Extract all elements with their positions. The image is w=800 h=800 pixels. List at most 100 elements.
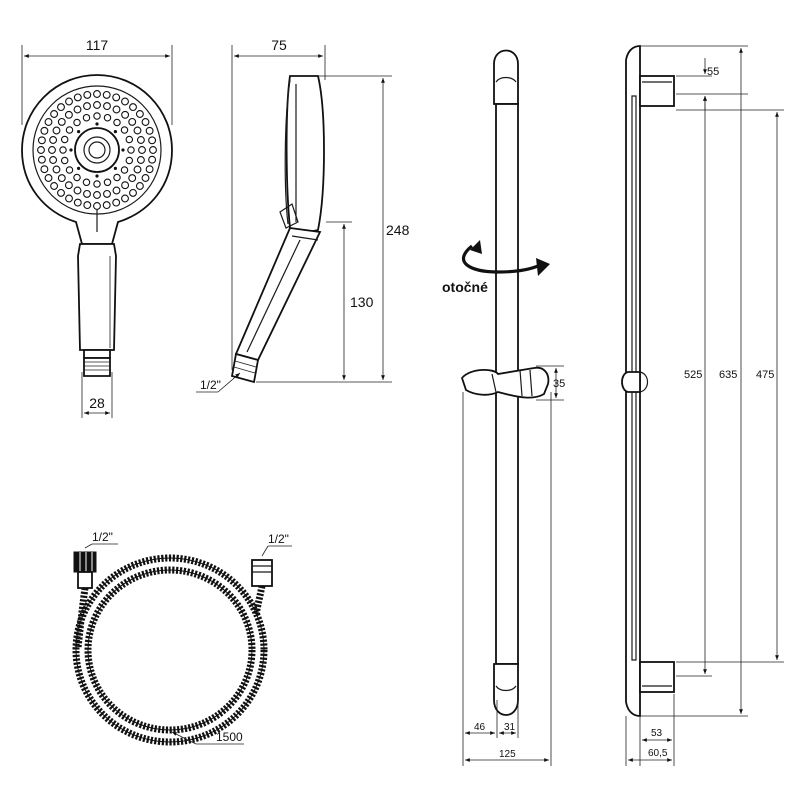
rail-front-view: otočné 35 46 31 125: [442, 49, 565, 766]
nozzle: [93, 112, 101, 120]
nozzle: [73, 93, 82, 102]
nozzle: [65, 126, 74, 134]
side-width-label: 75: [271, 37, 287, 53]
nozzle: [49, 136, 58, 144]
hose-length-label: 1500: [216, 730, 243, 744]
nozzle: [145, 165, 154, 174]
nozzle-mark: [69, 148, 73, 152]
nozzle: [103, 113, 112, 122]
side-handle-label: 130: [350, 294, 374, 310]
nozzle-mark: [113, 130, 117, 134]
nozzle: [102, 90, 111, 99]
front-thread: [83, 357, 111, 377]
nozzle: [121, 110, 130, 119]
nozzle: [112, 105, 121, 114]
nozzle: [49, 156, 58, 164]
nozzle-mark: [113, 166, 117, 170]
nozzle: [121, 97, 129, 106]
front-width-label: 117: [86, 37, 109, 53]
nozzle: [50, 110, 59, 118]
nozzle: [120, 166, 129, 174]
nozzle: [60, 135, 69, 144]
side-height-label: 248: [386, 222, 410, 238]
nozzle: [37, 155, 46, 164]
rotation-label: otočné: [442, 279, 488, 295]
nozzle: [83, 189, 91, 198]
nozzle: [83, 102, 91, 111]
nozzle: [82, 178, 91, 187]
nozzle-mark: [77, 130, 81, 134]
length-c-label: 475: [756, 369, 774, 381]
side-thread-label: 1/2": [200, 378, 221, 392]
nozzle: [83, 90, 92, 99]
nozzle: [50, 182, 59, 190]
nozzle: [64, 110, 73, 119]
nozzle: [52, 126, 61, 135]
hand-shower-front-view: 117 28: [21, 37, 173, 418]
front-base-label: 28: [89, 395, 105, 411]
nozzle: [73, 186, 82, 195]
offset-left-label: 46: [474, 722, 486, 733]
nozzle: [73, 173, 81, 182]
rail-side-view: 55 525 635 475 53 60,5: [621, 45, 784, 766]
nozzle: [57, 117, 66, 126]
nozzle: [93, 202, 101, 210]
nozzle: [64, 181, 73, 190]
hose-thread-left-label: 1/2": [92, 530, 113, 544]
nozzle: [40, 165, 49, 174]
nozzle: [93, 90, 101, 98]
nozzle: [127, 146, 135, 154]
nozzle: [149, 146, 157, 154]
nozzle-pattern: [37, 90, 157, 210]
nozzle: [59, 146, 67, 154]
total-width-label: 125: [499, 749, 516, 760]
hose-thread-right-label: 1/2": [268, 532, 289, 546]
nozzle: [121, 181, 130, 190]
nozzle: [52, 165, 61, 174]
nozzle: [57, 188, 65, 197]
offset-right-label: 31: [504, 722, 516, 733]
nozzle: [48, 146, 56, 154]
nozzle: [65, 194, 73, 203]
depth-a-label: 53: [651, 728, 663, 739]
nozzle: [82, 113, 91, 122]
nozzle: [93, 191, 101, 199]
nozzle: [133, 126, 142, 135]
nozzle: [44, 118, 53, 126]
length-b-label: 635: [719, 369, 737, 381]
nozzle-mark: [77, 166, 81, 170]
nozzle-mark: [95, 174, 99, 178]
nozzle: [44, 174, 53, 182]
nozzle: [141, 118, 150, 126]
nozzle: [73, 105, 82, 114]
length-a-label: 525: [684, 369, 702, 381]
bracket-label: 55: [707, 66, 719, 78]
nozzle: [113, 173, 121, 182]
nozzle: [148, 136, 157, 145]
holder-label: 35: [553, 378, 565, 390]
nozzle: [121, 194, 129, 203]
nozzle: [128, 174, 137, 183]
nozzle: [138, 146, 146, 154]
nozzle: [103, 102, 111, 111]
nozzle: [102, 201, 111, 210]
nozzle: [128, 117, 137, 126]
nozzle: [135, 110, 144, 118]
nozzle: [136, 136, 145, 144]
nozzle: [73, 198, 82, 207]
nozzle: [129, 103, 137, 112]
nozzle: [73, 118, 81, 127]
nozzle: [129, 188, 137, 197]
nozzle: [120, 126, 129, 134]
nozzle: [125, 135, 134, 144]
nozzle: [145, 126, 154, 135]
hose-view: 1/2" 1/2" 1500: [72, 530, 292, 746]
nozzle: [135, 182, 144, 190]
nozzle: [93, 101, 101, 109]
nozzle-mark: [95, 122, 99, 126]
nozzle: [65, 166, 74, 174]
nozzle: [141, 174, 150, 182]
nozzle-mark: [121, 148, 125, 152]
nozzle: [93, 180, 101, 188]
